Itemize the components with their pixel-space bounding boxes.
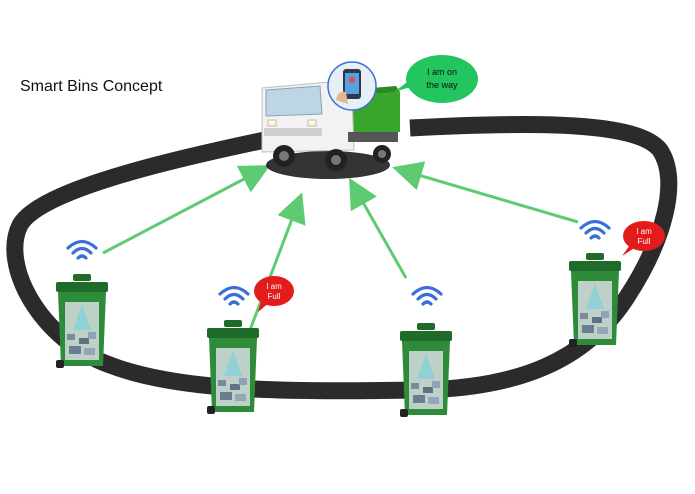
garbage-truck xyxy=(261,81,400,179)
wifi-icon xyxy=(66,239,98,260)
smart-bin-3 xyxy=(400,323,452,417)
arrow-bin1-to-truck xyxy=(102,165,271,255)
truck-bubble-line2: the way xyxy=(426,80,458,90)
full-bubble-2-line2: Full xyxy=(638,237,651,246)
full-speech-bubble-1: I am Full xyxy=(254,276,294,312)
truck-speech-bubble: I am on the way xyxy=(394,55,478,103)
arrow-bin3-to-truck xyxy=(349,177,408,279)
smartphone-icon xyxy=(327,61,377,111)
full-speech-bubble-2: I am Full xyxy=(622,221,665,256)
truck-bubble-line1: I am on xyxy=(427,67,457,77)
wifi-icon xyxy=(579,219,611,240)
smart-bin-2 xyxy=(207,320,259,414)
arrow-bin2-to-truck xyxy=(248,192,306,331)
full-bubble-2-line1: I am xyxy=(636,227,652,236)
wifi-icon xyxy=(411,285,443,306)
full-bubble-1-line1: I am xyxy=(266,282,282,291)
smart-bin-1 xyxy=(56,274,108,368)
wifi-icon xyxy=(218,285,250,306)
full-bubble-1-line2: Full xyxy=(268,292,281,301)
smart-bin-4 xyxy=(569,253,621,347)
arrow-bin4-to-truck xyxy=(392,161,579,224)
diagram-title: Smart Bins Concept xyxy=(20,78,163,95)
